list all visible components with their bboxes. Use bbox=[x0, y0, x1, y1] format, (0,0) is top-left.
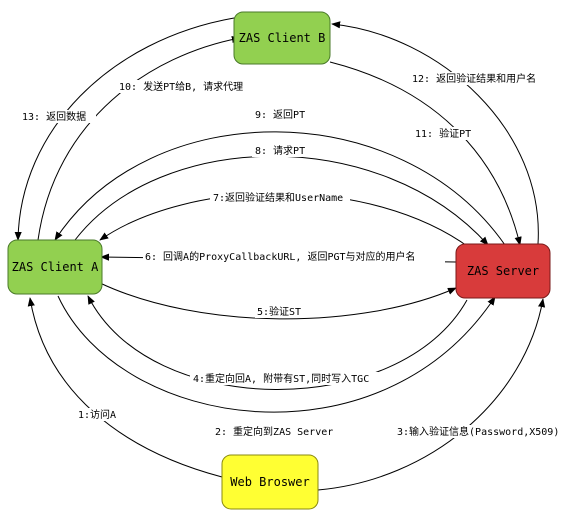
node-browser-box bbox=[221, 454, 319, 510]
edge-11 bbox=[329, 61, 522, 246]
edge-4 bbox=[87, 295, 468, 390]
node-client-b-label: ZAS Client B bbox=[239, 31, 326, 45]
edge-13 bbox=[14, 17, 235, 241]
label-13: 13: 返回数据 bbox=[22, 110, 86, 123]
node-server-label: ZAS Server bbox=[467, 264, 539, 278]
label-9: 9: 返回PT bbox=[255, 109, 305, 121]
node-client-b: ZAS Client B bbox=[233, 11, 331, 65]
node-browser-label: Web Broswer bbox=[230, 475, 309, 489]
label-6: 6: 回调A的ProxyCallbackURL, 返回PGT与对应的用户名 bbox=[145, 250, 416, 263]
node-client-a-box bbox=[7, 239, 103, 295]
label-2: 2: 重定向到ZAS Server bbox=[215, 425, 333, 438]
node-server: ZAS Server bbox=[455, 243, 551, 299]
label-12: 12: 返回验证结果和用户名 bbox=[412, 72, 536, 85]
edge-3 bbox=[317, 298, 546, 491]
edge-12 bbox=[331, 21, 539, 245]
edge-labels: 1:访问A 2: 重定向到ZAS Server 3:输入验证信息(Passwor… bbox=[20, 72, 563, 438]
node-browser: Web Broswer bbox=[221, 454, 319, 510]
edge-9 bbox=[54, 131, 506, 246]
label-4: 4:重定向回A, 附带有ST,同时写入TGC bbox=[193, 372, 369, 385]
edge-10 bbox=[37, 35, 241, 241]
label-7: 7:返回验证结果和UserName bbox=[213, 191, 343, 204]
label-1: 1:访问A bbox=[78, 408, 116, 421]
edge-5 bbox=[99, 282, 457, 320]
label-8: 8: 请求PT bbox=[255, 144, 305, 157]
edge-2 bbox=[57, 295, 496, 413]
node-client-a: ZAS Client A bbox=[7, 239, 103, 295]
label-3: 3:输入验证信息(Password,X509) bbox=[397, 425, 559, 438]
node-client-b-box bbox=[233, 11, 331, 65]
node-server-box bbox=[455, 243, 551, 299]
label-10: 10: 发送PT给B, 请求代理 bbox=[119, 80, 243, 93]
edge-1 bbox=[27, 297, 223, 478]
label-11: 11: 验证PT bbox=[415, 127, 471, 140]
node-client-a-label: ZAS Client A bbox=[12, 260, 99, 274]
label-5: 5:验证ST bbox=[257, 305, 301, 318]
